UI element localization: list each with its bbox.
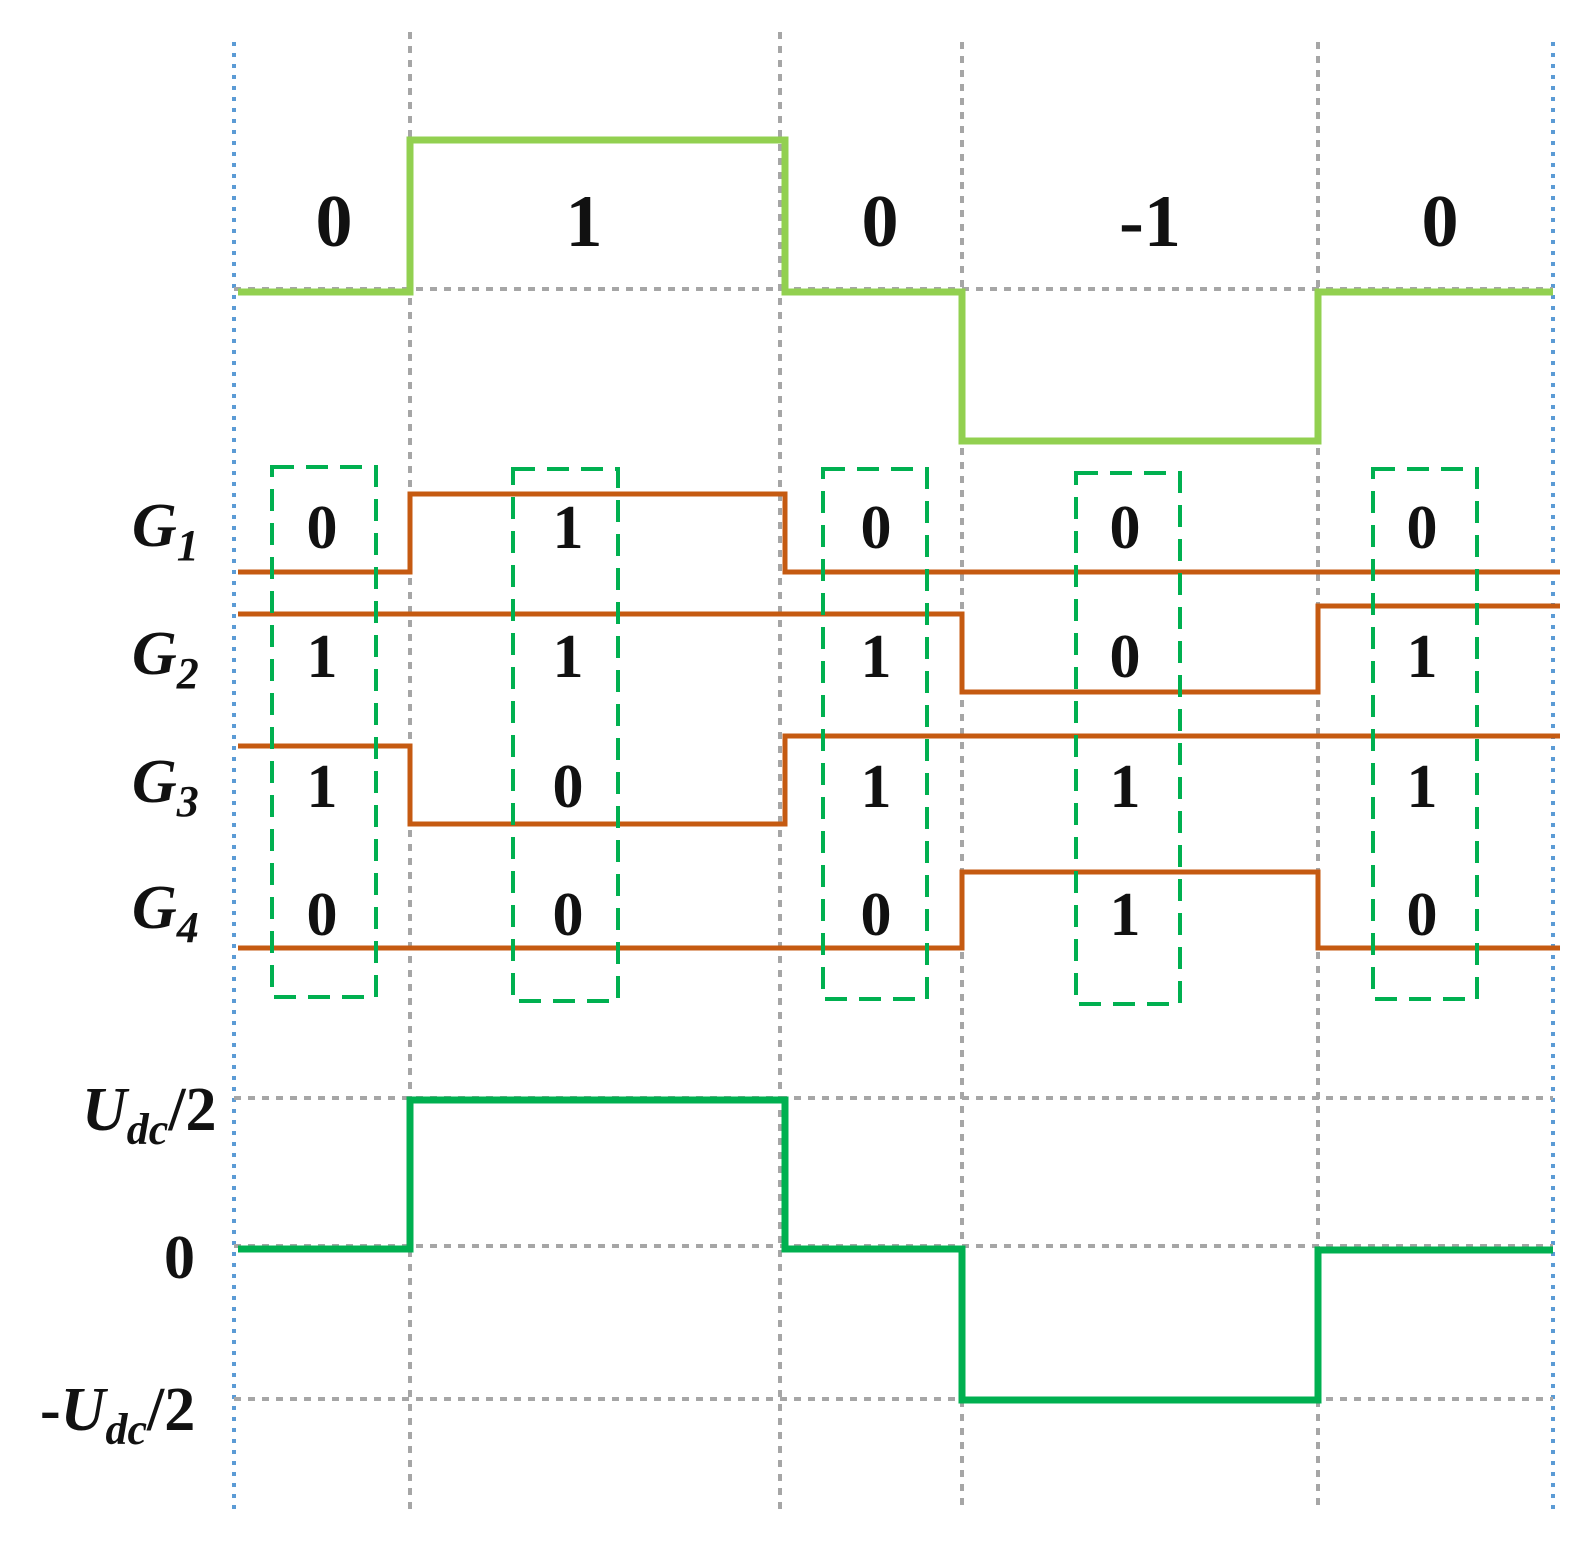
gate-4-bit-3: 0 [861,881,892,949]
group-box-4 [1074,471,1182,1006]
gate-1-bit-2: 1 [553,494,584,562]
output-voltage-waveform [238,1096,1553,1404]
state-label-2: 1 [566,181,603,263]
gate-3-bit-5: 1 [1407,753,1438,821]
gate-3-waveform [238,733,1560,827]
state-label-5: 0 [1422,181,1459,263]
gate-4-bit-1: 0 [307,881,338,949]
gate-3-bit-1: 1 [307,753,338,821]
state-label-4: -1 [1119,181,1181,263]
gate-label-2: G2 [132,620,199,698]
state-labels: 0 1 0 -1 0 [316,181,1459,263]
voltage-label-positive: Udc/2 [82,1076,217,1154]
gate-4-bit-2: 0 [553,881,584,949]
reference-lines [234,287,1553,1401]
state-group-boxes [270,465,1479,1006]
group-box-3 [821,467,929,1001]
gate-bit-values: 0 1 0 0 0 1 1 1 0 1 1 0 1 1 1 0 0 0 1 0 [307,494,1438,949]
gate-4-bit-5: 0 [1407,881,1438,949]
gate-1-bit-4: 0 [1110,494,1141,562]
gate-3-bit-4: 1 [1110,753,1141,821]
gate-2-bit-2: 1 [553,623,584,691]
gate-2-bit-3: 1 [861,623,892,691]
gate-labels: G1 G2 G3 G4 [132,492,199,952]
level-waveform [238,136,1553,445]
gate-3-bit-3: 1 [861,753,892,821]
voltage-label-zero: 0 [164,1224,195,1292]
gate-1-bit-3: 0 [861,494,892,562]
gate-2-bit-4: 0 [1110,623,1141,691]
gate-1-bit-1: 0 [307,494,338,562]
gate-label-1: G1 [132,492,199,570]
gate-4-bit-4: 1 [1110,881,1141,949]
state-label-1: 0 [316,181,353,263]
gate-label-3: G3 [132,748,199,826]
gate-2-waveform [238,603,1560,695]
gate-1-waveform [238,491,1560,575]
group-box-2 [511,467,620,1003]
voltage-label-negative: -Udc/2 [40,1376,195,1454]
group-box-1 [270,465,378,999]
gate-label-4: G4 [132,874,199,952]
gate-1-bit-5: 0 [1407,494,1438,562]
voltage-labels: Udc/2 0 -Udc/2 [40,1076,217,1454]
state-label-3: 0 [862,181,899,263]
group-box-5 [1371,467,1479,1001]
gate-waveforms [238,491,1560,951]
gate-2-bit-5: 1 [1407,623,1438,691]
gate-2-bit-1: 1 [307,623,338,691]
gate-4-waveform [238,869,1560,951]
gate-3-bit-2: 0 [553,753,584,821]
